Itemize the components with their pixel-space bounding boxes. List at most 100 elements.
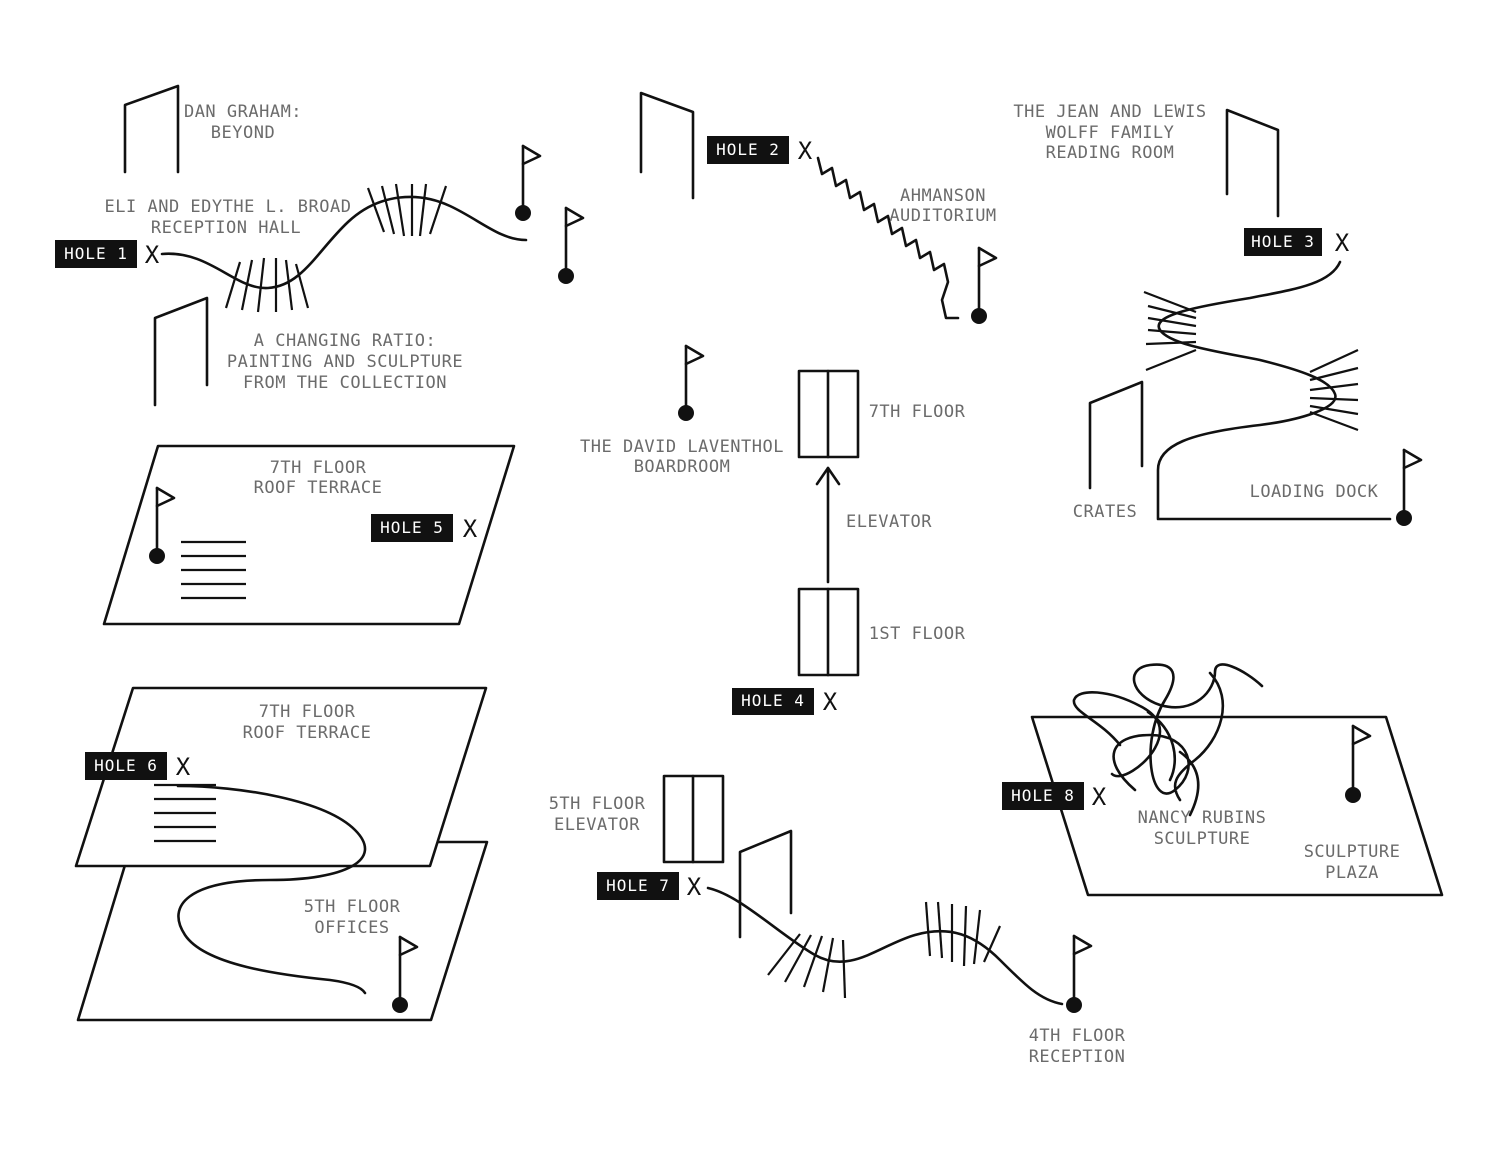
hole-5-label: HOLE 5: [380, 518, 444, 537]
hole-3-flag: [1396, 448, 1423, 526]
hole-1-label: HOLE 1: [64, 244, 128, 263]
dan-graham-pavilion: [123, 84, 180, 174]
ahmanson-label-2: AUDITORIUM: [889, 206, 996, 226]
elevator5-label-2: ELEVATOR: [554, 815, 640, 835]
wolff-room-label-1: THE JEAN AND LEWIS: [1013, 102, 1206, 122]
hole-1-bristles-high: [366, 183, 448, 237]
elevator-label: ELEVATOR: [846, 512, 932, 532]
hole-2-badge: [707, 136, 789, 164]
crates-label: CRATES: [1073, 502, 1137, 522]
hole-3-badge: [1244, 228, 1322, 256]
reception4-label-2: RECEPTION: [1029, 1047, 1126, 1067]
hole-3-path: [1156, 260, 1392, 521]
dan-graham-label-2: BEYOND: [211, 123, 275, 143]
hole-7-path: [706, 886, 1064, 1006]
elevator-5th-floor: [662, 774, 725, 864]
hole-8-badge: [1002, 782, 1084, 810]
hole-5-start-x: X: [463, 515, 478, 543]
hole-6-flag: [392, 935, 419, 1013]
hole-6-start-x: X: [176, 753, 191, 781]
changing-ratio-pavilion: [153, 296, 209, 407]
reading-room-pavilion: [1225, 108, 1280, 218]
hole-7-bristles-high: [924, 901, 1002, 967]
roof-terrace-b-label-1: 7TH FLOOR: [259, 702, 356, 722]
hole-4-label: HOLE 4: [741, 691, 805, 710]
roof-terrace-a-label-1: 7TH FLOOR: [270, 458, 367, 478]
hole-5-flag: [149, 486, 176, 564]
reception4-label-1: 4TH FLOOR: [1029, 1026, 1126, 1046]
broad-hall-label-2: RECEPTION HALL: [151, 218, 301, 238]
hole-6-path: [176, 784, 367, 995]
hole-4-group: THE DAVID LAVENTHOL BOARDROOM 7TH FLOOR …: [580, 344, 966, 716]
hole-8-flag: [1345, 724, 1372, 803]
ahmanson-label-1: AHMANSON: [900, 186, 986, 206]
hole-3-start-x: X: [1335, 229, 1350, 257]
hole-3-bristles-top: [1143, 290, 1197, 372]
sculpture-plaza-plane: [1030, 715, 1444, 897]
changing-ratio-label-3: FROM THE COLLECTION: [243, 373, 447, 393]
hole-4-start-x: X: [823, 688, 838, 716]
offices5-label-1: 5TH FLOOR: [304, 897, 401, 917]
laventhol-label-2: BOARDROOM: [634, 457, 731, 477]
offices-plane-5th-floor: [76, 840, 489, 1022]
plaza-label-1: SCULPTURE: [1304, 842, 1401, 862]
roof-terrace-a-label-2: ROOF TERRACE: [254, 478, 383, 498]
elevator-7th-floor: [797, 369, 860, 459]
hole-7-start-x: X: [687, 873, 702, 901]
hole-8-label: HOLE 8: [1011, 786, 1075, 805]
floor-1-label: 1ST FLOOR: [869, 624, 966, 644]
hole-2-group: HOLE 2 X AHMANSON AUDITORIUM: [639, 91, 998, 324]
hole-1-path: [160, 195, 528, 290]
hole-3-label: HOLE 3: [1251, 232, 1315, 251]
elevator-arrow: [815, 466, 841, 584]
hole-2-start-x: X: [798, 137, 813, 165]
hole-6-hazard-lines: [154, 783, 216, 843]
hole-7-flag: [1066, 934, 1093, 1013]
rubins-label-2: SCULPTURE: [1154, 829, 1251, 849]
plaza-label-2: PLAZA: [1325, 863, 1379, 883]
broad-hall-label-1: ELI AND EDYTHE L. BROAD: [105, 197, 352, 217]
dan-graham-label-1: DAN GRAHAM:: [184, 102, 302, 122]
changing-ratio-label-1: A CHANGING RATIO:: [254, 331, 437, 351]
hole-5-group: HOLE 5 X 7TH FLOOR ROOF TERRACE: [102, 444, 516, 626]
hole-2-flag: [971, 246, 998, 324]
wolff-room-label-3: READING ROOM: [1046, 143, 1175, 163]
hole-2-pavilion: [639, 91, 695, 200]
hole-2-label: HOLE 2: [716, 140, 780, 159]
hole-2-zigzag-path: [816, 156, 960, 320]
floor-7-label: 7TH FLOOR: [869, 402, 966, 422]
hole-7-badge: [597, 872, 679, 900]
hole-6-badge: [85, 752, 167, 780]
hole-5-badge: [371, 514, 453, 542]
hole-1-badge: [55, 240, 137, 268]
roof-terrace-plane-5: [102, 444, 516, 626]
loading-dock-label: LOADING DOCK: [1250, 482, 1379, 502]
hole-8-group: HOLE 8 X NANCY RUBINS SCULPTURE SCULPTUR…: [1002, 663, 1444, 897]
hole-7-bristles-low: [767, 933, 847, 999]
roof-terrace-plane-6: [74, 686, 488, 868]
elevator5-label-1: 5TH FLOOR: [549, 794, 646, 814]
wolff-room-label-2: WOLFF FAMILY: [1046, 123, 1175, 143]
hole-6-group: HOLE 6 X 7TH FLOOR ROOF TERRACE 5TH FLOO…: [74, 686, 489, 1022]
offices5-label-2: OFFICES: [314, 918, 389, 938]
hole-1-flag-a: [515, 144, 542, 221]
crates-pavilion: [1088, 380, 1144, 490]
rubins-sculpture-tangle: [1072, 663, 1264, 817]
hole-3-bristles-bottom: [1309, 349, 1359, 432]
hole-6-label: HOLE 6: [94, 756, 158, 775]
roof-terrace-b-label-2: ROOF TERRACE: [243, 723, 372, 743]
hole-7-group: 5TH FLOOR ELEVATOR HOLE 7 X 4TH FLOOR: [549, 774, 1126, 1067]
elevator-1st-floor: [797, 587, 860, 677]
rubins-label-1: NANCY RUBINS: [1138, 808, 1267, 828]
hole-5-hazard-lines: [181, 540, 246, 600]
hole-4-flag: [678, 344, 705, 421]
hole-7-pavilion: [738, 829, 793, 939]
hole-1-group: HOLE 1 X DAN GRAHAM: BEYOND ELI AND EDYT…: [55, 84, 585, 407]
hole-1-start-x: X: [145, 241, 160, 269]
changing-ratio-label-2: PAINTING AND SCULPTURE: [227, 352, 463, 372]
hole-1-bristles-low: [224, 257, 310, 313]
hole-8-start-x: X: [1092, 783, 1107, 811]
hole-1-flag-b: [558, 206, 585, 284]
